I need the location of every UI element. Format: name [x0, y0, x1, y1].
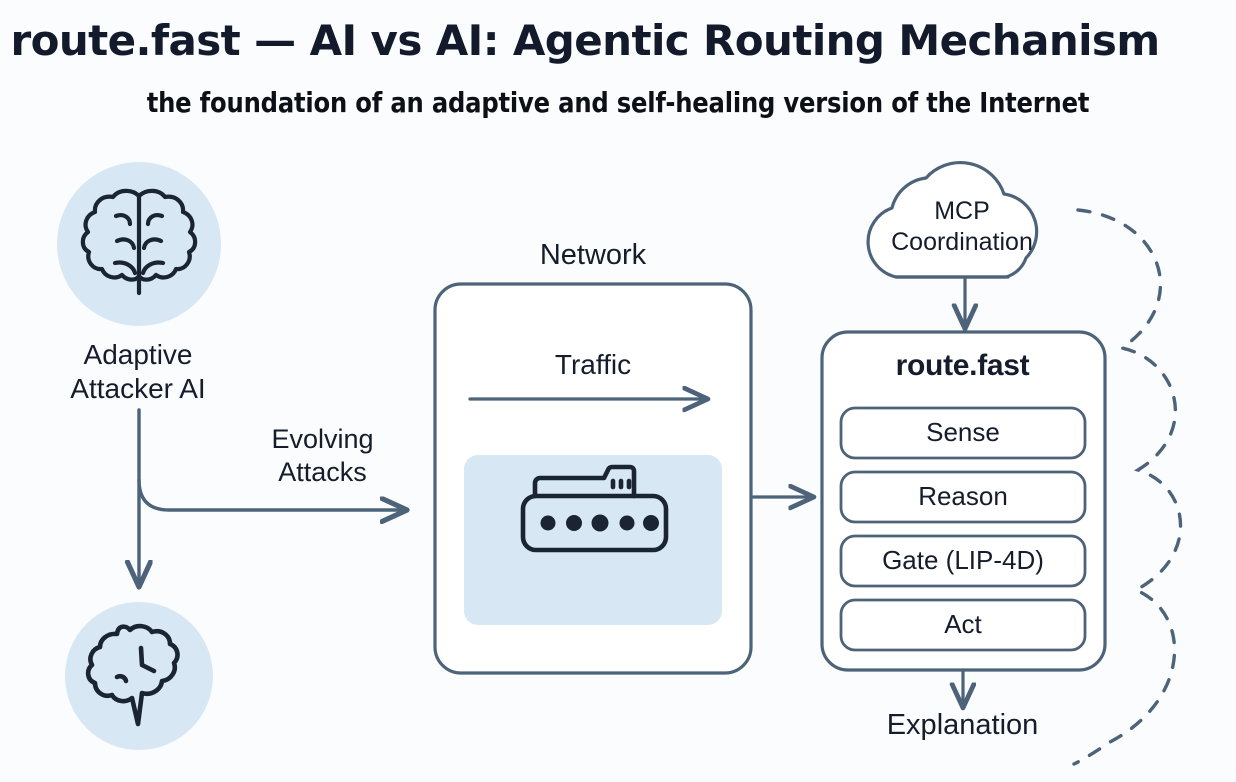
attacker-label-line1: Adaptive — [83, 339, 193, 370]
page-subtitle: the foundation of an adaptive and self-h… — [146, 86, 1090, 119]
stage-label-gate: Gate (LIP-4D) — [882, 545, 1044, 575]
mcp-label: MCP Coordination — [862, 196, 1062, 257]
traffic-label: Traffic — [554, 349, 632, 380]
network-title: Network — [539, 239, 647, 271]
stage-pill-act[interactable] — [839, 598, 1087, 652]
stage-label-sense: Sense — [926, 417, 1000, 447]
routefast-title: route.fast — [895, 349, 1030, 382]
stage-pill-gate[interactable] — [839, 534, 1087, 588]
stage-label-act: Act — [944, 609, 982, 639]
explanation-label: Explanation — [886, 709, 1039, 741]
evolving-label-line2: Attacks — [278, 456, 367, 487]
router-port-dots — [540, 514, 659, 532]
device-panel — [464, 455, 722, 625]
stage-pill-reason[interactable] — [839, 470, 1087, 524]
page-title: route.fast — AI vs AI: Agentic Routing M… — [10, 16, 1160, 65]
mcp-label-line2: Coordination — [891, 227, 1033, 256]
evolving-attacks-edge — [137, 478, 405, 510]
stage-label-reason: Reason — [918, 481, 1008, 511]
brain-icon — [80, 188, 198, 296]
attacker-label-line2: Attacker AI — [70, 373, 206, 405]
mcp-cloud — [866, 160, 1039, 279]
attacker-label: Adaptive Attacker AI — [18, 338, 258, 406]
stage-pill-sense[interactable] — [839, 406, 1087, 460]
router-icon — [520, 464, 669, 553]
evolving-label-line1: Evolving — [271, 424, 374, 454]
evolving-attacks-label: Evolving Attacks — [215, 423, 430, 489]
mcp-label-line1: MCP — [934, 197, 990, 225]
brain-thought-icon — [85, 623, 180, 727]
feedback-loop-path — [1072, 208, 1183, 766]
